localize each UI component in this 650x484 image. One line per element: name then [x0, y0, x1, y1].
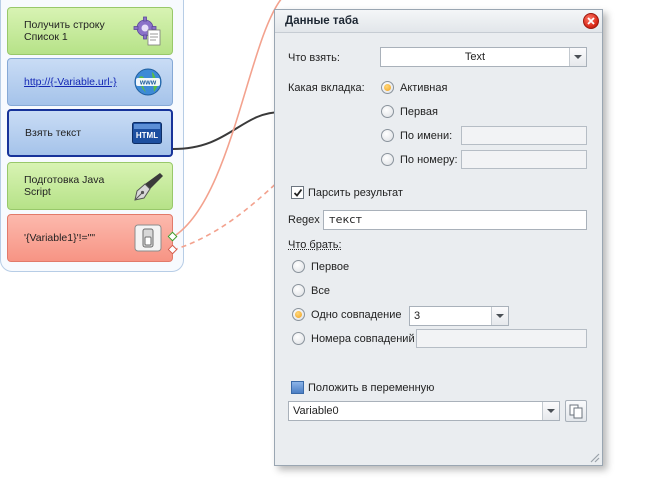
radio-take-match-numbers[interactable] [292, 332, 305, 345]
regex-input[interactable]: текст [323, 210, 587, 230]
radio-tab-first-label: Первая [400, 106, 438, 118]
chevron-down-icon[interactable] [569, 48, 586, 66]
radio-take-all-label: Все [311, 285, 330, 297]
radio-tab-by-name-label: По имени: [400, 130, 453, 142]
match-numbers-input[interactable] [416, 329, 587, 348]
chevron-down-icon[interactable] [491, 307, 508, 325]
block-label: Получить строку Список 1 [24, 19, 105, 43]
parse-result-checkbox[interactable] [291, 186, 304, 199]
tab-name-input[interactable] [461, 126, 587, 145]
resize-grip-icon[interactable] [588, 451, 600, 463]
what-to-take-select[interactable]: Text [380, 47, 587, 67]
chevron-down-icon[interactable] [542, 402, 559, 420]
radio-take-first[interactable] [292, 260, 305, 273]
what-to-take-value: Text [464, 51, 486, 63]
radio-take-one-match-label: Одно совпадение [311, 309, 402, 321]
which-tab-label: Какая вкладка: [288, 82, 365, 94]
variable-select[interactable]: Variable0 [288, 401, 560, 421]
action-block-get-string[interactable]: Получить строку Список 1 [7, 7, 173, 55]
block-label: '{Variable1}'!="" [24, 232, 96, 244]
match-number-select[interactable]: 3 [409, 306, 509, 326]
html-icon-text: HTML [136, 131, 158, 140]
radio-take-match-numbers-label: Номера совпадений [311, 333, 415, 345]
put-into-variable-checkbox[interactable] [291, 381, 304, 394]
block-label: http://{-Variable.url-} [24, 76, 117, 88]
www-globe-icon: www [132, 66, 164, 98]
tab-data-dialog: Данные таба Что взять: Text Какая вкладк… [274, 9, 603, 466]
radio-tab-by-name[interactable] [381, 129, 394, 142]
action-block-get-text[interactable]: Взять текст HTML [7, 109, 173, 157]
put-into-variable-label: Положить в переменную [308, 382, 435, 394]
variable-value: Variable0 [293, 405, 339, 417]
action-block-prepare-js[interactable]: Подготовка Java Script [7, 162, 173, 210]
radio-tab-active[interactable] [381, 81, 394, 94]
close-icon [587, 17, 595, 25]
radio-tab-by-number-label: По номеру: [400, 154, 458, 166]
radio-take-first-label: Первое [311, 261, 350, 273]
condition-block[interactable]: '{Variable1}'!="" [7, 214, 173, 262]
action-block-url[interactable]: http://{-Variable.url-} www [7, 58, 173, 106]
close-button[interactable] [583, 13, 599, 29]
radio-tab-by-number[interactable] [381, 153, 394, 166]
regex-label: Regex [288, 214, 320, 226]
switch-icon [132, 222, 164, 254]
checkmark-icon [293, 188, 302, 197]
match-number-value: 3 [414, 310, 421, 322]
html-icon: HTML [131, 117, 163, 149]
radio-tab-active-label: Активная [400, 82, 448, 94]
radio-take-all[interactable] [292, 284, 305, 297]
www-icon-text: www [139, 80, 157, 87]
copy-variable-button[interactable] [565, 400, 587, 422]
tab-number-input[interactable] [461, 150, 587, 169]
what-to-take-section-label: Что брать: [288, 239, 342, 251]
parse-result-label: Парсить результат [308, 187, 403, 199]
radio-take-one-match[interactable] [292, 308, 305, 321]
block-label: Взять текст [25, 127, 82, 139]
pen-nib-icon [132, 170, 164, 202]
dialog-title-bar[interactable]: Данные таба [275, 10, 602, 33]
gear-document-icon [132, 15, 164, 47]
block-label: Подготовка Java Script [24, 174, 105, 198]
what-to-take-label: Что взять: [288, 52, 340, 64]
radio-tab-first[interactable] [381, 105, 394, 118]
copy-icon [569, 404, 583, 418]
dialog-title: Данные таба [285, 15, 359, 27]
regex-value: текст [329, 213, 363, 226]
